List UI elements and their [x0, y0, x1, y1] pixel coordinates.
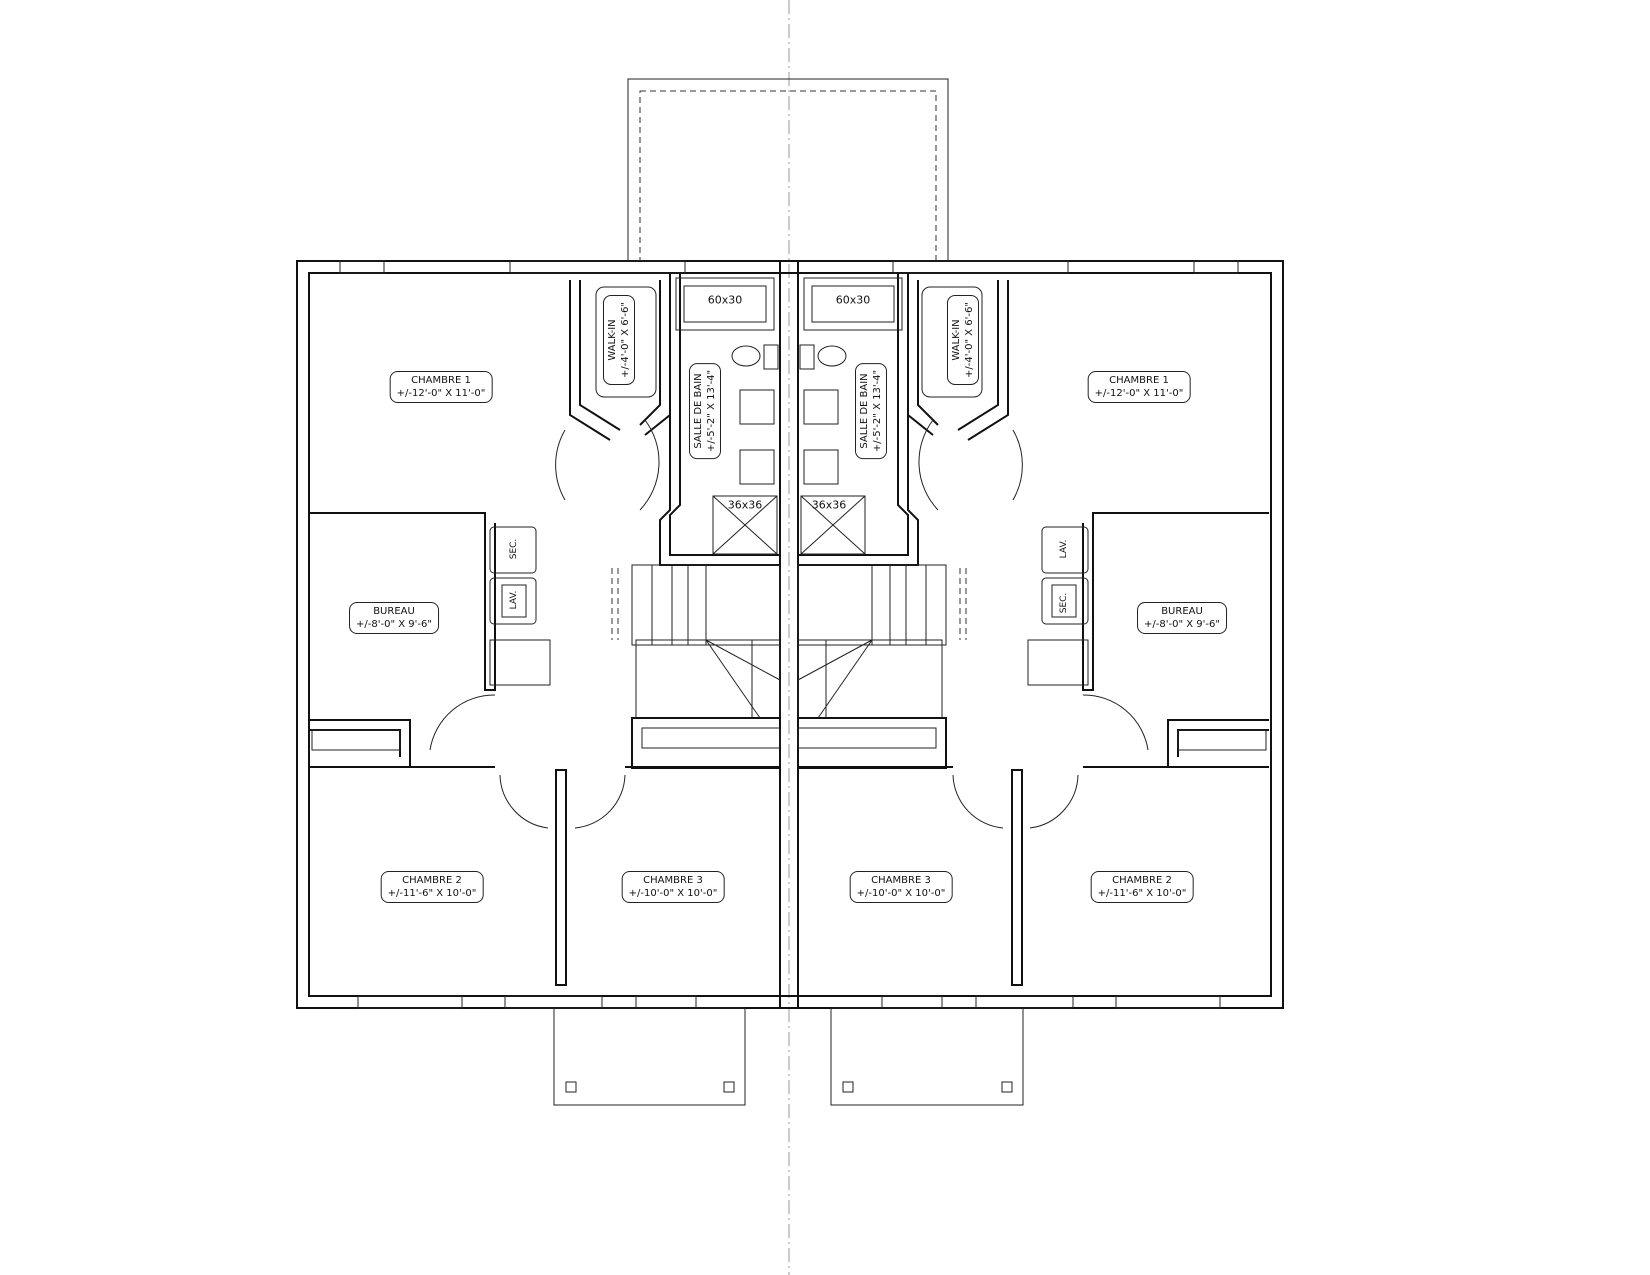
- dryer-label-left: SEC.: [509, 538, 519, 560]
- room-size: +/-5'-2" X 13'-4": [872, 369, 883, 453]
- room-name: WALK-IN: [607, 319, 618, 361]
- room-name: SALLE DE BAIN: [859, 373, 870, 449]
- room-size: +/-10'-0" X 10'-0": [628, 888, 718, 899]
- dryer-label-right: SEC.: [1059, 592, 1069, 614]
- bathtub-label-right: 60x30: [835, 293, 871, 307]
- room-name: BUREAU: [1161, 606, 1203, 617]
- shower-label-left: 36x36: [727, 498, 763, 512]
- room-name: CHAMBRE 2: [1112, 875, 1172, 886]
- room-name: CHAMBRE 2: [402, 875, 462, 886]
- room-size: +/-5'-2" X 13'-4": [706, 369, 717, 453]
- shower-label-right: 36x36: [811, 498, 847, 512]
- room-label-chambre1-left: CHAMBRE 1 +/-12'-0" X 11'-0": [389, 371, 493, 403]
- washer-label-left: LAV.: [509, 590, 519, 610]
- room-name: WALK-IN: [951, 319, 962, 361]
- room-name: BUREAU: [373, 606, 415, 617]
- room-size: +/-12'-0" X 11'-0": [396, 388, 486, 399]
- room-size: +/-8'-0" X 9'-6": [1144, 619, 1220, 630]
- room-size: +/-10'-0" X 10'-0": [856, 888, 946, 899]
- room-name: SALLE DE BAIN: [693, 373, 704, 449]
- room-label-chambre1-right: CHAMBRE 1 +/-12'-0" X 11'-0": [1087, 371, 1191, 403]
- room-size: +/-11'-6" X 10'-0": [1097, 888, 1187, 899]
- room-label-bath-left: SALLE DE BAIN+/-5'-2" X 13'-4": [689, 362, 721, 460]
- room-size: +/-12'-0" X 11'-0": [1094, 388, 1184, 399]
- left-unit-walls: [309, 260, 781, 1009]
- room-label-bath-right: SALLE DE BAIN+/-5'-2" X 13'-4": [855, 362, 887, 460]
- room-label-chambre3-left: CHAMBRE 3 +/-10'-0" X 10'-0": [621, 871, 725, 903]
- room-label-chambre2-right: CHAMBRE 2 +/-11'-6" X 10'-0": [1090, 871, 1194, 903]
- room-name: CHAMBRE 3: [643, 875, 703, 886]
- room-label-bureau-right: BUREAU +/-8'-0" X 9'-6": [1137, 602, 1227, 634]
- roof-projection: [627, 78, 949, 262]
- room-size: +/-8'-0" X 9'-6": [356, 619, 432, 630]
- room-size: +/-4'-0" X 6'-6": [964, 302, 975, 378]
- room-name: CHAMBRE 1: [1109, 375, 1169, 386]
- room-size: +/-4'-0" X 6'-6": [620, 302, 631, 378]
- bathtub-label-left: 60x30: [707, 293, 743, 307]
- room-label-chambre3-right: CHAMBRE 3 +/-10'-0" X 10'-0": [849, 871, 953, 903]
- room-size: +/-11'-6" X 10'-0": [387, 888, 477, 899]
- room-label-walkin-right: WALK-IN+/-4'-0" X 6'-6": [947, 295, 979, 385]
- room-label-walkin-left: WALK-IN+/-4'-0" X 6'-6": [603, 295, 635, 385]
- washer-label-right: LAV.: [1059, 539, 1069, 559]
- room-label-chambre2-left: CHAMBRE 2 +/-11'-6" X 10'-0": [380, 871, 484, 903]
- room-name: CHAMBRE 3: [871, 875, 931, 886]
- room-label-bureau-left: BUREAU +/-8'-0" X 9'-6": [349, 602, 439, 634]
- room-name: CHAMBRE 1: [411, 375, 471, 386]
